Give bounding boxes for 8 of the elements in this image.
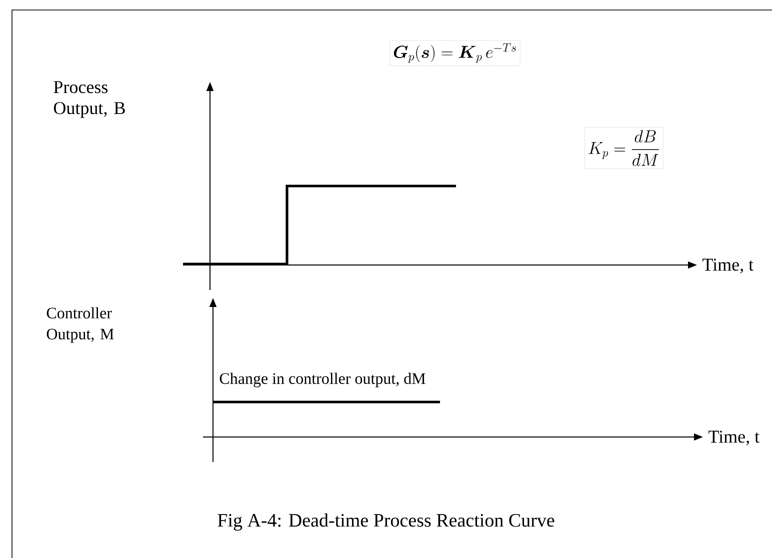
axis-label: Controller Output, M (46, 307, 114, 343)
caption: Fig A-4: Dead-time Process Reaction Curve (218, 513, 554, 531)
formula-box: $\boldsymbol{G}_{p}(\boldsymbol{s})=\boldsymbol{K}_{p}\,e^{-Ts}$ (390, 40, 520, 66)
annotation-text: Change in controller output, dM (220, 372, 426, 388)
axis-label: Time, t (708, 430, 760, 446)
axis-label: Process Output, B (54, 81, 125, 118)
formula-box: $K_{p}=\frac{dB}{dM}$ (584, 127, 664, 169)
axis-label: Time, t (702, 258, 754, 274)
